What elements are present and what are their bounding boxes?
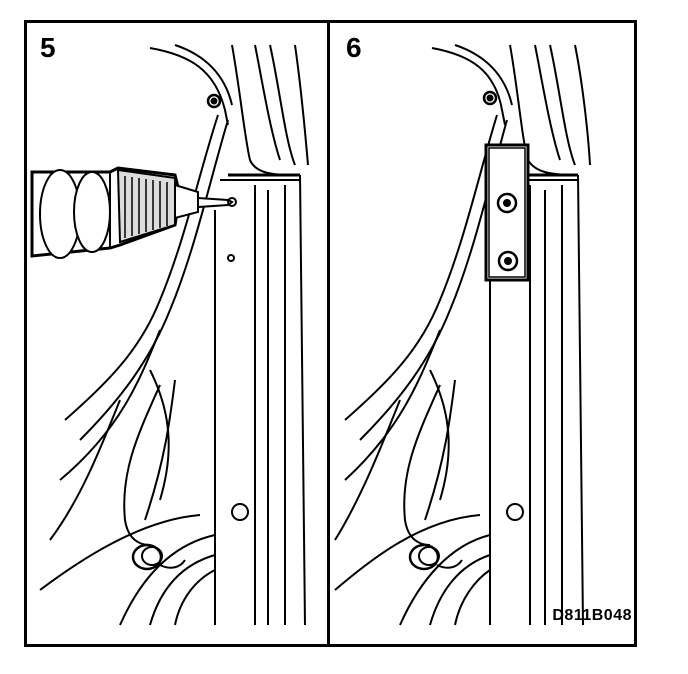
step-number-5: 5 bbox=[40, 32, 56, 63]
figure-code: D811B048 bbox=[552, 607, 632, 624]
step-number-6: 6 bbox=[346, 32, 362, 63]
panel-5-drawing bbox=[39, 44, 309, 626]
mounting-plate bbox=[484, 143, 530, 282]
panel-divider bbox=[327, 20, 330, 647]
diagram-frame bbox=[24, 20, 637, 647]
drill-tool bbox=[30, 166, 237, 259]
